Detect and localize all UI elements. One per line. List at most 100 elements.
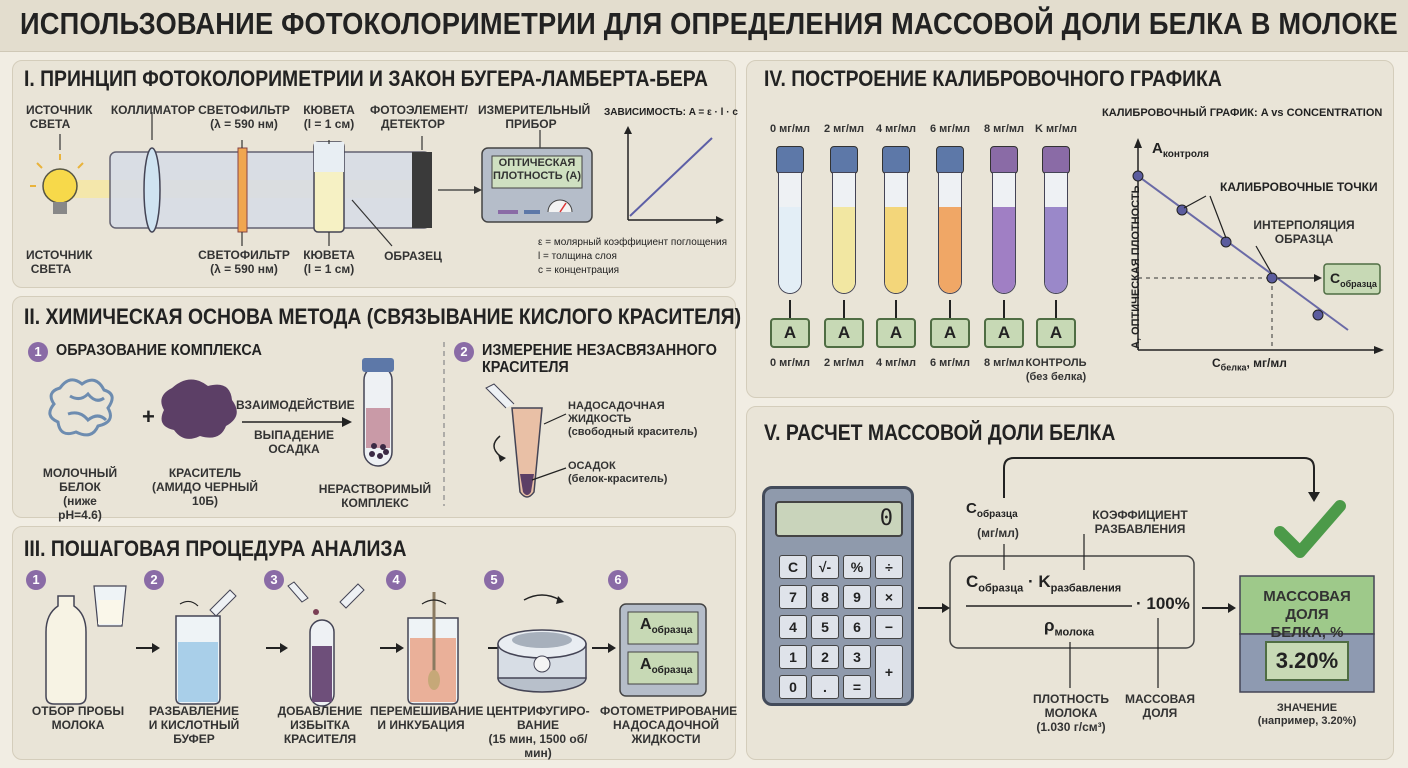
step1-title: ОБРАЗОВАНИЕ КОМПЛЕКСА <box>56 342 262 359</box>
calc-key[interactable]: 2 <box>811 645 839 669</box>
calc-key[interactable]: 9 <box>843 585 871 609</box>
tube-arrow <box>843 300 845 318</box>
tube-bottom-label: 6 мг/мл <box>929 357 971 369</box>
density-label: ПЛОТНОСТЬ МОЛОКА (1.030 г/см³) <box>1032 692 1110 734</box>
page-title: ИСПОЛЬЗОВАНИЕ ФОТОКОЛОРИМЕТРИИ ДЛЯ ОПРЕД… <box>20 6 1398 41</box>
tube-cap <box>936 146 964 174</box>
formula-diagram <box>918 457 1375 693</box>
c-sample-label: Cобразца <box>966 500 1018 520</box>
proc-step6-badge: 6 <box>608 570 628 590</box>
proc-step6-label: ФОТОМЕТРИРОВАНИЕ НАДОСАДОЧНОЙ ЖИДКОСТИ <box>600 704 738 746</box>
tube-solution <box>939 206 961 293</box>
tube-bottom-label: КОНТРОЛЬ (без белка) <box>1025 357 1087 383</box>
calc-key[interactable]: % <box>843 555 871 579</box>
panel-procedure-title: III. ПОШАГОВАЯ ПРОЦЕДУРА АНАЛИЗА <box>24 536 407 561</box>
plus-sign: + <box>142 404 155 429</box>
legend-epsilon: ε = молярный коэффициент поглощения <box>538 237 728 248</box>
tube-solution <box>993 206 1015 293</box>
tube-bottom-label: 4 мг/мл <box>875 357 917 369</box>
coef-label: КОЭФФИЦИЕНТ РАЗБАВЛЕНИЯ <box>1092 508 1188 536</box>
calc-key[interactable]: √- <box>811 555 839 579</box>
mass-label: МАССОВАЯ ДОЛЯ <box>1124 692 1196 720</box>
step2-badge: 2 <box>454 342 474 362</box>
calc-key[interactable]: 0 <box>779 675 807 699</box>
tube-top-label: K мг/мл <box>1035 123 1077 135</box>
proc-step4-badge: 4 <box>386 570 406 590</box>
calc-key[interactable]: 5 <box>811 615 839 639</box>
absorbance-box: A <box>984 318 1024 348</box>
legend-c: c = концентрация <box>538 265 620 276</box>
calc-key[interactable]: + <box>875 645 903 699</box>
sample-point <box>1266 272 1278 284</box>
calc-key[interactable]: = <box>843 675 871 699</box>
c-unit-label: (мг/мл) <box>977 526 1019 540</box>
screen-a-top: Aобразца <box>640 616 693 637</box>
tube-arrow <box>1003 300 1005 318</box>
panel-calibration-title: IV. ПОСТРОЕНИЕ КАЛИБРОВОЧНОГО ГРАФИКА <box>764 66 1222 91</box>
tube-cap <box>990 146 1018 174</box>
interp-label: ИНТЕРПОЛЯЦИЯ ОБРАЗЦА <box>1253 218 1355 246</box>
calc-key[interactable]: × <box>875 585 903 609</box>
calibration-tube <box>832 172 856 294</box>
calc-key[interactable]: ÷ <box>875 555 903 579</box>
complex-label: НЕРАСТВОРИМЫЙ КОМПЛЕКС <box>318 482 432 510</box>
formula-denominator: ρмолока <box>1044 616 1095 639</box>
meter-screen-text: ОПТИЧЕСКАЯ ПЛОТНОСТЬ (A) <box>492 157 582 182</box>
dependency-label: ЗАВИСИМОСТЬ: A = ε · l · c <box>604 107 738 118</box>
calc-key[interactable]: C <box>779 555 807 579</box>
absorbance-box: A <box>770 318 810 348</box>
label-detector: ФОТОЭЛЕМЕНТ/ ДЕТЕКТОР <box>370 103 468 131</box>
calibration-tube <box>992 172 1016 294</box>
label-cuvette-top: КЮВЕТА (l = 1 см) <box>303 103 355 131</box>
title-bar <box>0 0 1408 52</box>
label-collimator: КОЛЛИМАТОР <box>110 103 196 117</box>
procedure-diagram <box>45 581 707 707</box>
tube-bottom-label: 8 мг/мл <box>983 357 1025 369</box>
calc-key[interactable]: . <box>811 675 839 699</box>
calibration-tube <box>1044 172 1068 294</box>
cal-points-label: КАЛИБРОВОЧНЫЕ ТОЧКИ <box>1220 180 1378 194</box>
tube-arrow <box>1055 300 1057 318</box>
precipitation-label: ВЫПАДЕНИЕ ОСАДКА <box>254 428 334 456</box>
calc-key[interactable]: 8 <box>811 585 839 609</box>
label-filter-top: СВЕТОФИЛЬТР (λ = 590 нм) <box>198 103 290 131</box>
point-control <box>1132 170 1144 182</box>
tube-solution <box>779 206 801 293</box>
proc-step3-label: ДОБАВЛЕНИЕ ИЗБЫТКА КРАСИТЕЛЯ <box>277 704 363 746</box>
label-meter: ИЗМЕРИТЕЛЬНЫЙ ПРИБОР <box>478 103 591 131</box>
calc-key[interactable]: 7 <box>779 585 807 609</box>
absorbance-box: A <box>876 318 916 348</box>
calibration-chart <box>1132 138 1384 354</box>
absorbance-box: A <box>930 318 970 348</box>
calc-key[interactable]: 1 <box>779 645 807 669</box>
formula-times-100: · 100% <box>1136 594 1190 613</box>
tube-bottom-label: 2 мг/мл <box>823 357 865 369</box>
tube-top-label: 0 мг/мл <box>769 123 811 135</box>
chemistry-diagram <box>48 342 567 506</box>
tube-arrow <box>789 300 791 318</box>
absorbance-box: A <box>1036 318 1076 348</box>
absorbance-box: A <box>824 318 864 348</box>
calc-key[interactable]: 6 <box>843 615 871 639</box>
sediment-label: ОСАДОК (белок-краситель) <box>568 460 668 485</box>
calc-key[interactable]: 4 <box>779 615 807 639</box>
tube-top-label: 8 мг/мл <box>983 123 1025 135</box>
tube-solution <box>833 206 855 293</box>
label-light-source-bottom: ИСТОЧНИК СВЕТА <box>26 248 93 276</box>
calc-key[interactable]: 3 <box>843 645 871 669</box>
panel-calculation-title: V. РАСЧЕТ МАССОВОЙ ДОЛИ БЕЛКА <box>764 420 1116 445</box>
protein-label: МОЛОЧНЫЙ БЕЛОК (ниже pH=4.6) <box>42 466 118 522</box>
a-control-label: Aконтроля <box>1152 140 1209 160</box>
calc-key[interactable]: − <box>875 615 903 639</box>
supernatant-label: НАДОСАДОЧНАЯ ЖИДКОСТЬ (свободный красите… <box>568 400 698 438</box>
c-sample-box-text: Cобразца <box>1330 270 1377 289</box>
label-sample: ОБРАЗЕЦ <box>384 249 442 263</box>
proc-step1-label: ОТБОР ПРОБЫ МОЛОКА <box>31 704 125 732</box>
calibration-tube <box>778 172 802 294</box>
graph-title: КАЛИБРОВОЧНЫЙ ГРАФИК: A vs CONCENTRATION <box>1102 107 1383 119</box>
proc-step4-label: ПЕРЕМЕШИВАНИЕ И ИНКУБАЦИЯ <box>370 704 484 732</box>
dye-label: КРАСИТЕЛЬ (АМИДО ЧЕРНЫЙ 10Б) <box>152 466 258 508</box>
proc-step1-badge: 1 <box>26 570 46 590</box>
proc-step2-label: РАЗБАВЛЕНИЕ И КИСЛОТНЫЙ БУФЕР <box>148 704 240 746</box>
